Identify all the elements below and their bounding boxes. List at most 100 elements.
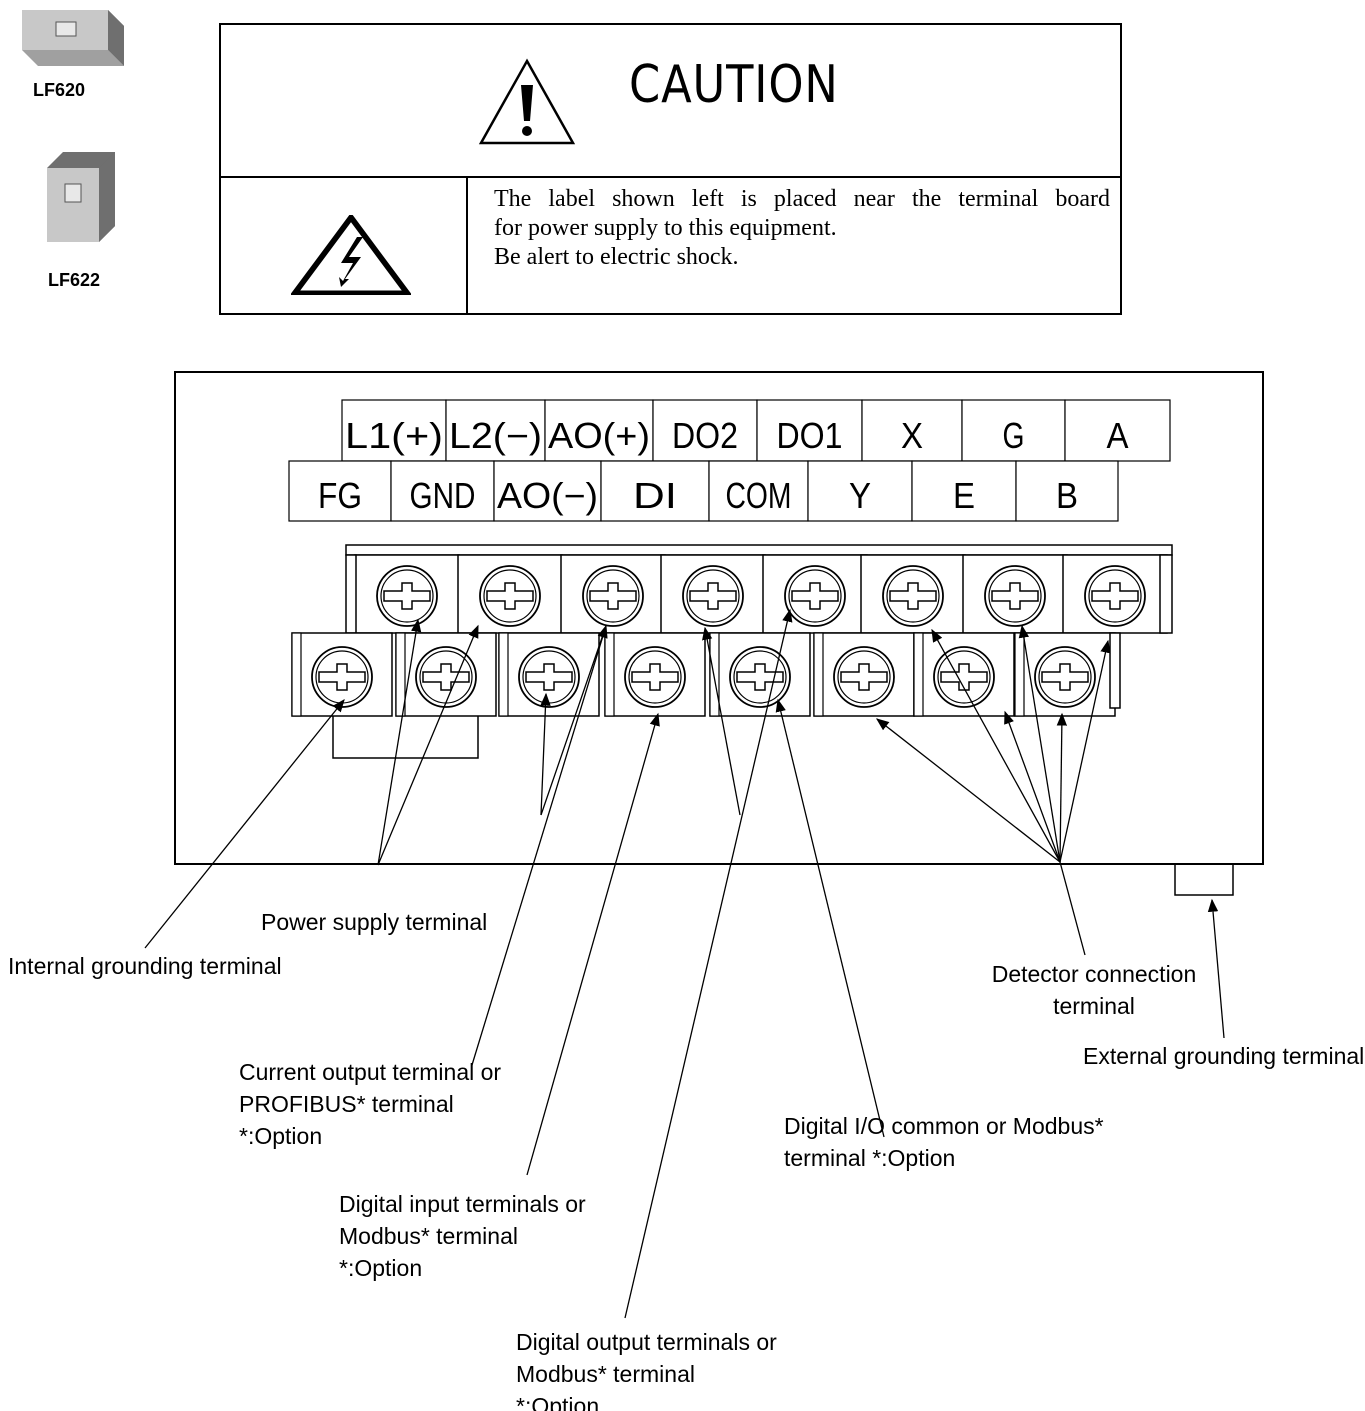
model-label-lf620: LF620 — [33, 80, 86, 100]
callout-line — [775, 698, 885, 1138]
lower-terminal-row — [291, 632, 1121, 717]
upper-screw-icon — [582, 565, 644, 627]
lower-terminal-cell — [708, 460, 809, 522]
lower-screw-icon — [729, 646, 791, 708]
lower-terminal-cell — [493, 460, 602, 522]
callout-current-output: PROFIBUS* terminal — [239, 1091, 454, 1117]
callout-line — [1059, 861, 1086, 956]
caution-header: CAUTION — [221, 25, 1120, 178]
upper-terminal-row — [345, 554, 1173, 634]
callout-line — [377, 618, 422, 866]
callout-current-output: Current output terminal or — [239, 1059, 501, 1085]
lower-terminal-label: COM — [726, 475, 792, 516]
callout-digital-output: Modbus* terminal — [516, 1361, 695, 1387]
fg-bracket — [332, 716, 479, 759]
lower-terminal-label: FG — [318, 475, 362, 516]
callout-digital-io-common: terminal *:Option — [784, 1145, 955, 1171]
callout-lines — [144, 608, 1225, 1319]
callout-line — [144, 698, 345, 949]
callout-external-ground: External grounding terminal — [1083, 1043, 1364, 1069]
callout-line — [1059, 639, 1111, 863]
lower-terminal-cell — [807, 460, 913, 522]
callout-detector: terminal — [1053, 993, 1135, 1019]
terminal-bar-top — [345, 544, 1173, 556]
upper-screw-icon — [882, 565, 944, 627]
upper-screw-icon — [784, 565, 846, 627]
upper-terminal-label: A — [1107, 415, 1129, 456]
callout-detector: Detector connection — [992, 961, 1197, 987]
upper-terminal-cell — [445, 399, 546, 462]
upper-screw-icon — [984, 565, 1046, 627]
lower-terminal-label: DI — [633, 475, 677, 516]
callout-digital-input: Modbus* terminal — [339, 1223, 518, 1249]
caution-label-box: CAUTION The label shown left is placed n… — [219, 23, 1122, 315]
lower-screw-icon — [518, 646, 580, 708]
upper-terminal-label: DO2 — [672, 415, 738, 456]
callout-digital-io-common: Digital I/O common or Modbus* — [784, 1113, 1104, 1139]
lf620-box-icon — [22, 10, 124, 66]
lower-terminal-cell — [288, 460, 392, 522]
upper-terminal-label: L2(−) — [449, 415, 542, 456]
upper-screw-icon — [479, 565, 541, 627]
model-icon-lf622 — [45, 150, 120, 251]
lower-terminal-label: GND — [410, 475, 476, 516]
upper-screw-icon — [1084, 565, 1146, 627]
callout-line — [471, 624, 608, 1066]
external-ground-box — [1174, 863, 1234, 896]
lower-terminal-cell — [911, 460, 1017, 522]
caution-text-line: The label shown left is placed near the … — [494, 186, 1110, 212]
callout-line — [875, 718, 1061, 863]
callout-line — [540, 692, 551, 816]
caution-divider — [466, 176, 468, 315]
upper-terminal-cell — [1064, 399, 1171, 462]
callout-line — [1018, 624, 1061, 863]
callout-line — [540, 625, 607, 816]
callout-line — [526, 712, 660, 1176]
lf622-box-icon — [47, 152, 115, 242]
lower-terminal-label: B — [1056, 475, 1078, 516]
callout-line — [624, 608, 793, 1319]
lower-screw-icon — [1034, 646, 1096, 708]
callout-digital-output: Digital output terminals or — [516, 1329, 777, 1355]
upper-screw-icon — [376, 565, 438, 627]
model-label-lf622: LF622 — [48, 270, 101, 290]
caution-text-line: for power supply to this equipment. — [494, 215, 837, 241]
upper-terminal-cell — [961, 399, 1066, 462]
callout-power-supply: Power supply terminal — [261, 909, 487, 935]
lower-terminal-cell — [600, 460, 710, 522]
callout-digital-output: *:Option — [516, 1393, 599, 1411]
upper-terminal-label: G — [1003, 415, 1025, 456]
terminal-enclosure — [174, 371, 1264, 865]
callout-line — [1207, 898, 1225, 1039]
lower-screw-icon — [624, 646, 686, 708]
upper-screw-icon — [682, 565, 744, 627]
upper-terminal-label: X — [901, 415, 923, 456]
upper-terminal-label: DO1 — [777, 415, 843, 456]
caution-text-line: Be alert to electric shock. — [494, 244, 739, 270]
upper-terminal-label: AO(+) — [548, 415, 650, 456]
callout-line — [931, 628, 1061, 863]
lower-screw-icon — [933, 646, 995, 708]
upper-terminal-label: L1(+) — [345, 415, 443, 456]
caution-title: CAUTION — [629, 55, 839, 115]
upper-label-row: L1(+)L2(−)AO(+) DO2 DO1 X G A — [341, 399, 1171, 462]
lower-terminal-label: AO(−) — [497, 475, 598, 516]
warning-exclamation-icon — [478, 58, 576, 145]
callout-line — [1056, 712, 1068, 863]
callout-internal-ground: Internal grounding terminal — [8, 953, 282, 979]
lower-terminal-cell — [1015, 460, 1119, 522]
model-icon-lf620 — [18, 8, 130, 75]
electric-shock-icon — [291, 215, 411, 295]
lower-screw-icon — [415, 646, 477, 708]
lower-terminal-label: E — [953, 475, 975, 516]
lower-terminal-cell — [390, 460, 495, 522]
callout-digital-input: Digital input terminals or — [339, 1191, 586, 1217]
caution-text: The label shown left is placed near the … — [494, 185, 1110, 272]
lower-screw-icon — [311, 646, 373, 708]
callout-line — [702, 626, 741, 816]
callout-current-output: *:Option — [239, 1123, 322, 1149]
callout-digital-input: *:Option — [339, 1255, 422, 1281]
